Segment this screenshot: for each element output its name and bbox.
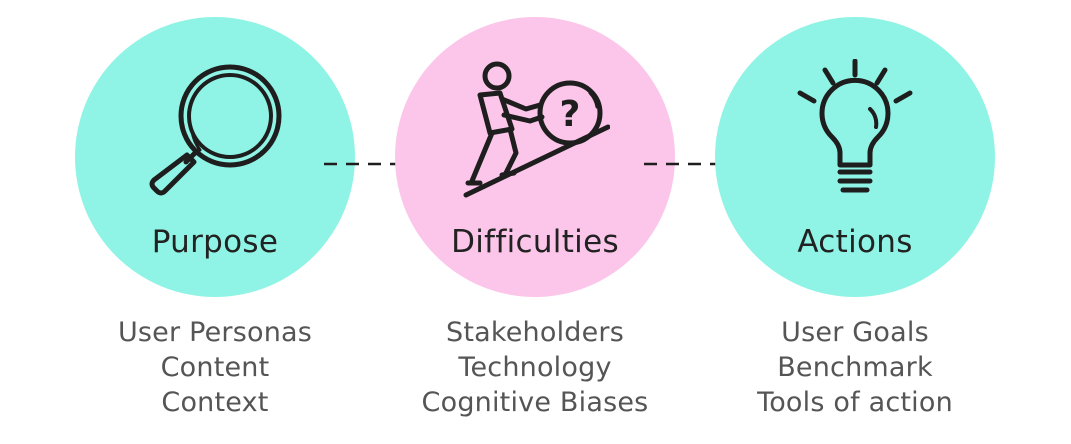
list-item: Tools of action: [757, 387, 953, 418]
svg-text:?: ?: [560, 94, 581, 135]
list-item: Content: [160, 352, 270, 383]
list-item: Benchmark: [777, 352, 933, 383]
actions-items: User Goals Benchmark Tools of action: [705, 315, 1005, 420]
actions-title: Actions: [797, 224, 913, 260]
purpose-title: Purpose: [151, 224, 279, 260]
person-pushing-question-boulder-icon: ?: [463, 61, 610, 198]
actions-circle: Actions: [715, 17, 995, 297]
list-item: Stakeholders: [445, 317, 624, 348]
difficulties-items: Stakeholders Technology Cognitive Biases: [385, 315, 685, 420]
lightbulb-icon: [797, 59, 913, 193]
difficulties-circle: ? Difficulties: [395, 17, 675, 297]
list-item: Context: [161, 387, 269, 418]
list-item: User Goals: [781, 317, 929, 348]
list-item: User Personas: [117, 317, 313, 348]
list-item: Technology: [458, 352, 612, 383]
magnifying-glass-icon: [149, 64, 282, 196]
list-item: Cognitive Biases: [421, 387, 649, 418]
purpose-circle: Purpose: [75, 17, 355, 297]
purpose-items: User Personas Content Context: [65, 315, 365, 420]
difficulties-title: Difficulties: [451, 224, 619, 260]
